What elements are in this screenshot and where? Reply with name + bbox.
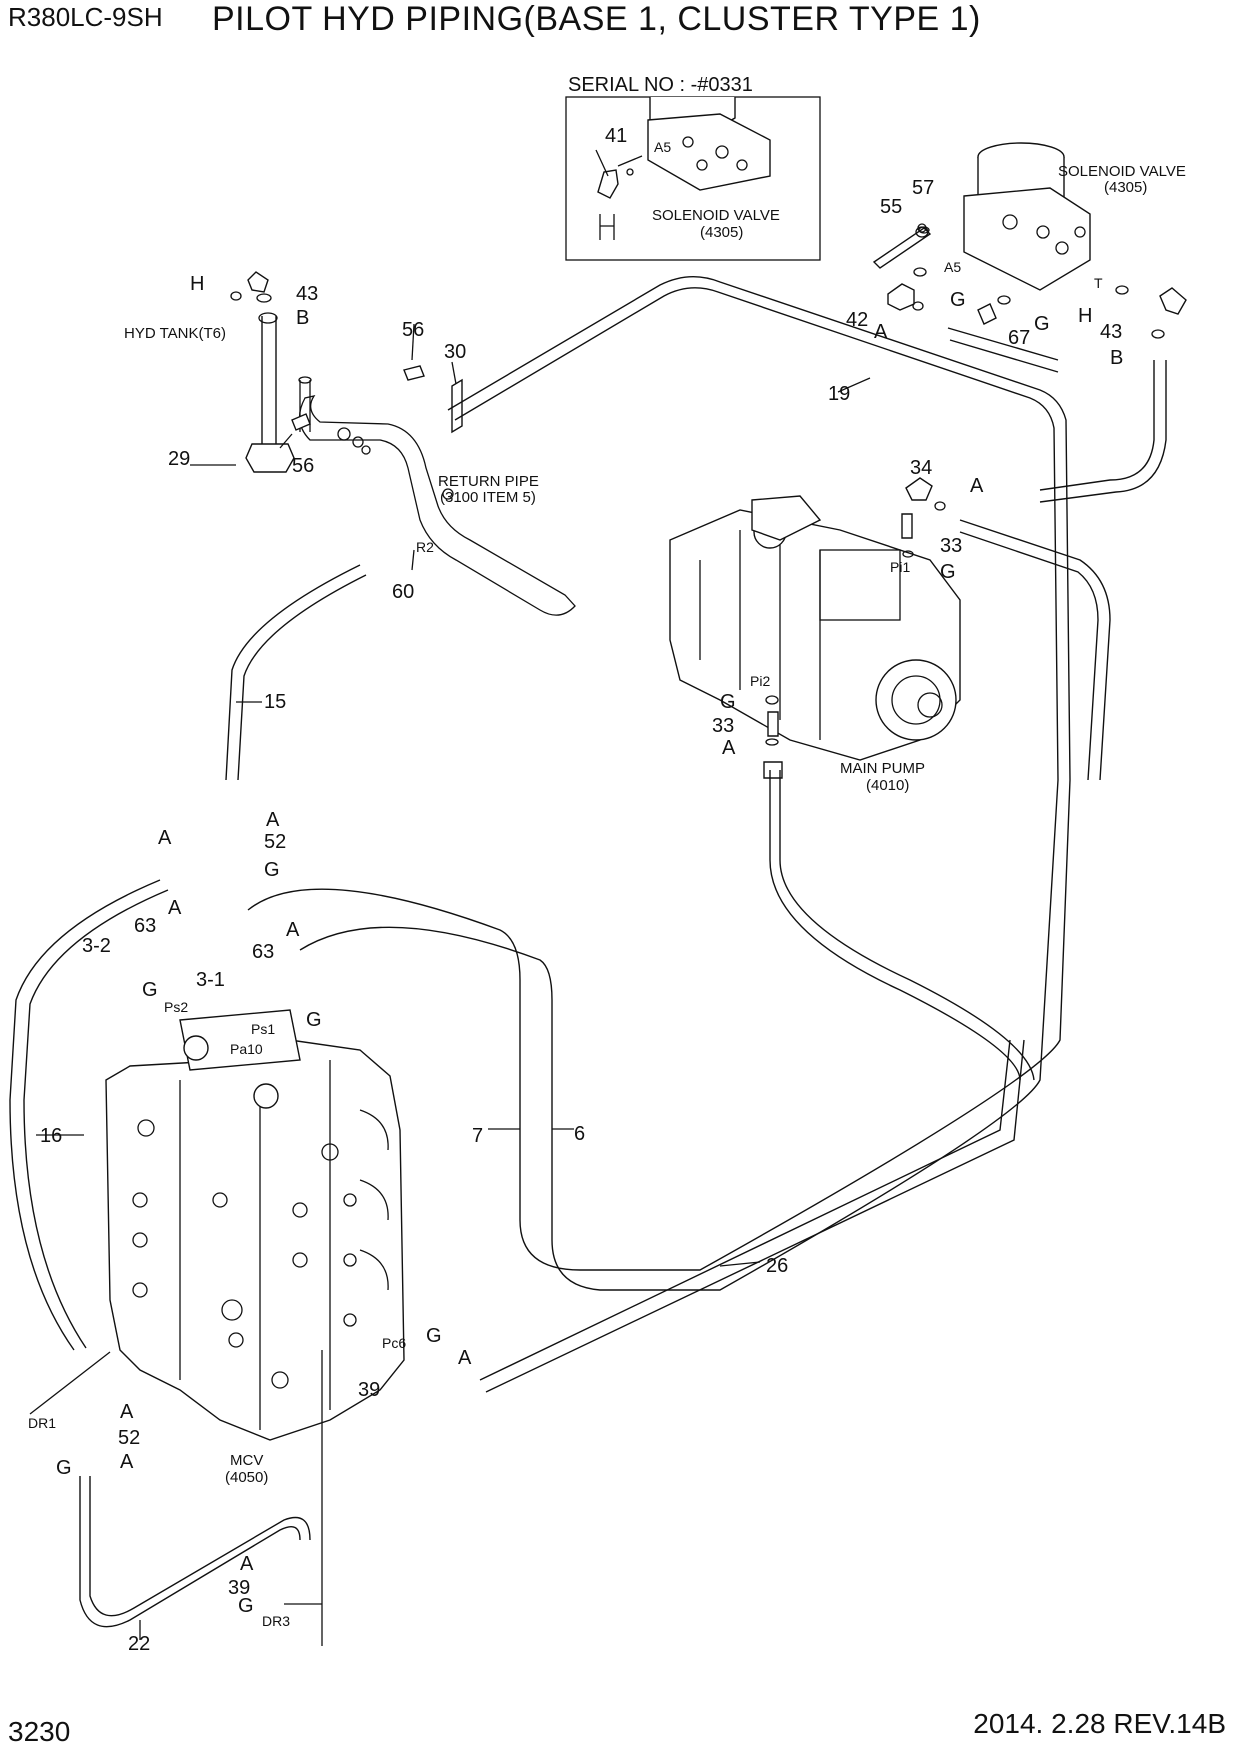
callout-52-top: 52 — [264, 831, 286, 853]
callout-57: 57 — [912, 177, 934, 199]
callout-g-dr3: G — [238, 1595, 254, 1617]
port-t: T — [1094, 275, 1103, 291]
callout-g-67: G — [1034, 313, 1050, 335]
port-pi1: Pi1 — [890, 559, 910, 575]
return-pipe-ref: (3100 ITEM 5) — [440, 489, 536, 506]
port-a5: A5 — [944, 259, 961, 275]
callout-39-low: 39 — [228, 1577, 250, 1599]
callout-a-pump: A — [722, 737, 736, 759]
callout-34: 34 — [910, 457, 932, 479]
inset-solenoid-block — [647, 113, 771, 191]
callout-33-low: 33 — [712, 715, 734, 737]
callout-43-right: 43 — [1100, 321, 1122, 343]
callout-60: 60 — [392, 581, 414, 603]
hyd-tank-label: HYD TANK(T6) — [124, 325, 226, 342]
callout-67: 67 — [1008, 327, 1030, 349]
callout-a-63a: A — [168, 897, 182, 919]
callout-6: 6 — [574, 1123, 585, 1145]
callout-g-3-1: G — [306, 1009, 322, 1031]
callout-7: 7 — [472, 1125, 483, 1147]
page-title: PILOT HYD PIPING(BASE 1, CLUSTER TYPE 1) — [212, 0, 981, 38]
callout-39-right: 39 — [358, 1379, 380, 1401]
callout-a-solenoid: A — [874, 321, 888, 343]
port-pa10: Pa10 — [230, 1041, 263, 1057]
return-pipe: RETURN PIPE (3100 ITEM 5) R2 HYD TANK(T6… — [124, 271, 576, 616]
inset-solenoid-label: SOLENOID VALVE — [652, 207, 780, 224]
callout-a-dr3: A — [240, 1553, 254, 1575]
callout-a-34: A — [970, 475, 984, 497]
inset-solenoid-ref: (4305) — [700, 224, 743, 241]
leader-lines — [29, 323, 871, 1646]
solenoid-ref: (4305) — [1104, 179, 1147, 196]
callout-3-1: 3-1 — [196, 969, 225, 991]
callout-52-low: 52 — [118, 1427, 140, 1449]
port-ps1: Ps1 — [251, 1021, 275, 1037]
callout-56-low: 56 — [292, 455, 314, 477]
callout-a-left: A — [158, 827, 172, 849]
callout-a-pc6: A — [458, 1347, 472, 1369]
callout-63a: 63 — [134, 915, 156, 937]
main-pump: MAIN PUMP (4010) Pi1 Pi2 — [669, 477, 961, 794]
page-number: 3230 — [8, 1716, 71, 1747]
callout-h-right: H — [1078, 305, 1092, 327]
date-revision: 2014. 2.28 REV.14B — [973, 1708, 1226, 1739]
inset-elbow-41 — [597, 169, 619, 199]
callout-g-3-2: G — [142, 979, 158, 1001]
callout-29: 29 — [168, 448, 190, 470]
callout-19: 19 — [828, 383, 850, 405]
callout-43-left: 43 — [296, 283, 318, 305]
callout-g-dr1: G — [56, 1457, 72, 1479]
callout-63b: 63 — [252, 941, 274, 963]
port-pi2: Pi2 — [750, 673, 770, 689]
callout-16: 16 — [40, 1125, 62, 1147]
solenoid-label: SOLENOID VALVE — [1058, 163, 1186, 180]
model-number: R380LC-9SH — [8, 2, 163, 32]
callout-41: 41 — [605, 125, 627, 147]
main-pump-label: MAIN PUMP — [840, 760, 925, 777]
port-ps2: Ps2 — [164, 999, 188, 1015]
callout-55: 55 — [880, 196, 902, 218]
inset-serial-label: SERIAL NO : -#0331 — [568, 74, 753, 96]
callout-22: 22 — [128, 1633, 150, 1655]
inset-port-a5: A5 — [654, 139, 671, 155]
mcv-label: MCV — [230, 1452, 263, 1469]
mcv: MCV (4050) Ps2 Ps1 Pa10 Pc6 DR1 DR3 — [28, 999, 406, 1629]
return-pipe-label: RETURN PIPE — [438, 473, 539, 490]
port-dr1: DR1 — [28, 1415, 56, 1431]
callout-33-top: 33 — [940, 535, 962, 557]
callout-56-top: 56 — [402, 319, 424, 341]
callout-a-15: A — [266, 809, 280, 831]
callout-g-52: G — [264, 859, 280, 881]
port-pc6: Pc6 — [382, 1335, 406, 1351]
callout-b-left: B — [296, 307, 309, 329]
callout-h-left: H — [190, 273, 204, 295]
port-r2: R2 — [416, 539, 434, 555]
callout-a-63b: A — [286, 919, 300, 941]
callout-a-dr1-top: A — [120, 1401, 134, 1423]
callout-g-pi2: G — [720, 691, 736, 713]
callout-g-pc6: G — [426, 1325, 442, 1347]
callout-30: 30 — [444, 341, 466, 363]
serial-inset: 41 SERIAL NO : -#0331 A5 SOLENOID VALVE … — [565, 74, 821, 261]
callout-b-right: B — [1110, 347, 1123, 369]
callout-g-solenoid: G — [950, 289, 966, 311]
solenoid-valve: SOLENOID VALVE (4305) A5 T — [872, 142, 1187, 339]
callout-42: 42 — [846, 309, 868, 331]
callout-15: 15 — [264, 691, 286, 713]
callout-a-dr1-low: A — [120, 1451, 134, 1473]
main-pump-ref: (4010) — [866, 777, 909, 794]
port-dr3: DR3 — [262, 1613, 290, 1629]
callout-g-pi1: G — [940, 561, 956, 583]
callout-3-2: 3-2 — [82, 935, 111, 957]
callouts: 55 57 G 42 A 67 G H 43 B H 43 B 56 30 29… — [40, 177, 1123, 1655]
mcv-ref: (4050) — [225, 1469, 268, 1486]
callout-26: 26 — [766, 1255, 788, 1277]
hoses — [9, 276, 1167, 1628]
